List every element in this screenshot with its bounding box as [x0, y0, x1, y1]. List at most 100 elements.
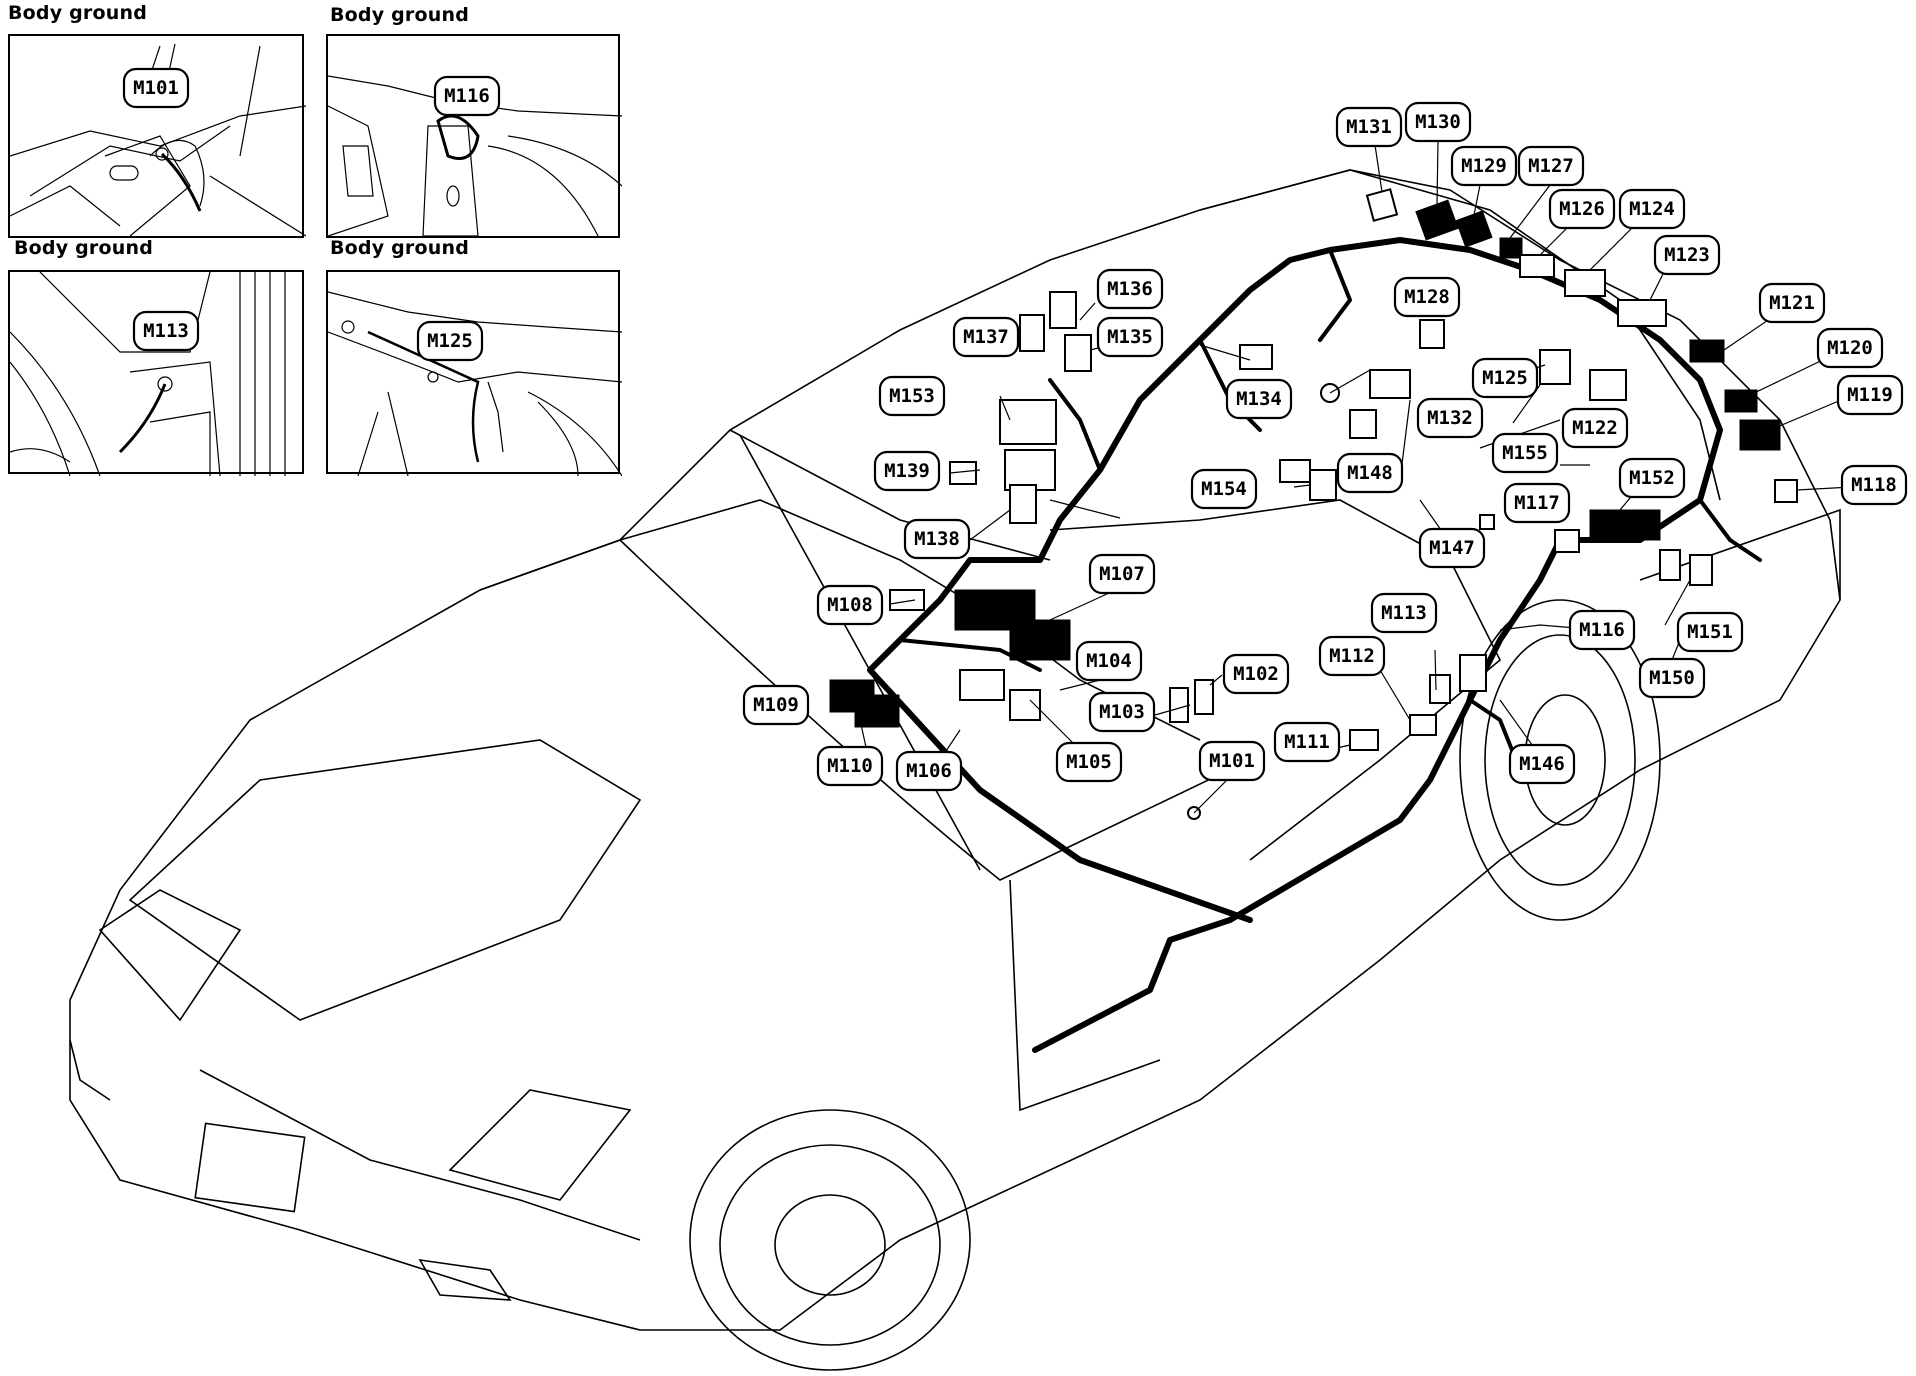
callout-m103: M103: [1088, 691, 1156, 733]
inset-drawing-m125: [328, 291, 622, 476]
callout-m116: M116: [1568, 609, 1636, 651]
callout-m122: M122: [1561, 407, 1629, 449]
callout-m112: M112: [1318, 635, 1386, 677]
inset-callouts: M101 M116 M113 M125: [122, 67, 501, 362]
inset-title-bottom-right: Body ground: [330, 237, 470, 259]
svg-text:M102: M102: [1233, 663, 1279, 685]
svg-text:M108: M108: [827, 594, 873, 616]
callout-m127: M127: [1517, 145, 1585, 187]
svg-text:M148: M148: [1347, 462, 1393, 484]
inset-drawing-m101: [10, 43, 306, 237]
front-wheel: [689, 1109, 971, 1371]
svg-text:M113: M113: [1381, 602, 1427, 624]
callout-m111: M111: [1273, 721, 1341, 763]
callout-m117: M117: [1503, 482, 1571, 524]
inset-body-ground-m116: [326, 34, 622, 238]
svg-text:M101: M101: [133, 77, 179, 99]
svg-text:M151: M151: [1687, 621, 1733, 643]
svg-text:M134: M134: [1236, 388, 1282, 410]
callout-m148: M148: [1336, 452, 1404, 494]
svg-text:M117: M117: [1514, 492, 1560, 514]
callout-m123: M123: [1653, 234, 1721, 276]
inset-title-top-right: Body ground: [330, 4, 470, 26]
callout-m132: M132: [1416, 397, 1484, 439]
svg-text:M154: M154: [1201, 478, 1247, 500]
inset-body-ground-m125: [326, 270, 622, 476]
svg-text:M139: M139: [884, 460, 930, 482]
inset-callout-m101: M101: [122, 67, 190, 109]
callout-m110: M110: [816, 745, 884, 787]
svg-text:M121: M121: [1769, 292, 1815, 314]
callout-m120: M120: [1816, 327, 1884, 369]
svg-text:M136: M136: [1107, 278, 1153, 300]
callout-m146: M146: [1508, 743, 1576, 785]
svg-text:M130: M130: [1415, 111, 1461, 133]
callout-m150: M150: [1638, 657, 1706, 699]
callout-m147: M147: [1418, 527, 1486, 569]
svg-text:M110: M110: [827, 755, 873, 777]
callout-m118: M118: [1840, 464, 1908, 506]
svg-text:M135: M135: [1107, 326, 1153, 348]
svg-text:M128: M128: [1404, 286, 1450, 308]
svg-text:M147: M147: [1429, 537, 1475, 559]
callout-m128: M128: [1393, 276, 1461, 318]
svg-text:M106: M106: [906, 760, 952, 782]
svg-text:M152: M152: [1629, 467, 1675, 489]
svg-text:M129: M129: [1461, 155, 1507, 177]
svg-text:M127: M127: [1528, 155, 1574, 177]
callout-m119: M119: [1836, 374, 1904, 416]
callout-m136: M136: [1096, 268, 1164, 310]
svg-text:M150: M150: [1649, 667, 1695, 689]
callout-m124: M124: [1618, 188, 1686, 230]
callout-m131: M131: [1335, 106, 1403, 148]
callout-m105: M105: [1055, 741, 1123, 783]
svg-text:M124: M124: [1629, 198, 1675, 220]
svg-text:M125: M125: [427, 330, 473, 352]
callout-m154: M154: [1190, 468, 1258, 510]
svg-text:M104: M104: [1086, 650, 1132, 672]
callout-m134: M134: [1225, 378, 1293, 420]
callout-m153: M153: [878, 375, 946, 417]
callout-m137: M137: [952, 316, 1020, 358]
connector-bodies: [829, 188, 1798, 820]
svg-text:M105: M105: [1066, 751, 1112, 773]
inset-drawing-m113: [10, 272, 286, 476]
svg-text:M118: M118: [1851, 474, 1897, 496]
svg-text:M125: M125: [1482, 367, 1528, 389]
svg-text:M131: M131: [1346, 116, 1392, 138]
svg-text:M111: M111: [1284, 731, 1330, 753]
svg-text:M132: M132: [1427, 407, 1473, 429]
car-body-outline: [69, 169, 1841, 1331]
inset-callout-m116: M116: [433, 75, 501, 117]
callout-m106: M106: [895, 750, 963, 792]
svg-text:M155: M155: [1502, 442, 1548, 464]
svg-text:M119: M119: [1847, 384, 1893, 406]
svg-text:M137: M137: [963, 326, 1009, 348]
callout-m125: M125: [1471, 357, 1539, 399]
callout-m130: M130: [1404, 101, 1472, 143]
callout-m155: M155: [1491, 432, 1559, 474]
rear-wheel: [1459, 599, 1661, 921]
svg-text:M109: M109: [753, 694, 799, 716]
callout-m129: M129: [1450, 145, 1518, 187]
callout-m107: M107: [1088, 553, 1156, 595]
svg-text:M122: M122: [1572, 417, 1618, 439]
svg-text:M123: M123: [1664, 244, 1710, 266]
callout-m109: M109: [742, 684, 810, 726]
svg-text:M107: M107: [1099, 563, 1145, 585]
inset-callout-m113: M113: [132, 310, 200, 352]
inset-body-ground-m113: [8, 270, 304, 476]
svg-text:M126: M126: [1559, 198, 1605, 220]
inset-title-bottom-left: Body ground: [14, 237, 154, 259]
svg-text:M113: M113: [143, 320, 189, 342]
callout-m101: M101: [1198, 740, 1266, 782]
svg-text:M153: M153: [889, 385, 935, 407]
svg-text:M112: M112: [1329, 645, 1375, 667]
callout-m121: M121: [1758, 282, 1826, 324]
callout-labels: M131 M130 M129 M127 M126 M124 M123 M136 …: [742, 101, 1908, 792]
callout-m104: M104: [1075, 640, 1143, 682]
inset-title-top-left: Body ground: [8, 2, 148, 24]
svg-text:M120: M120: [1827, 337, 1873, 359]
svg-text:M116: M116: [1579, 619, 1625, 641]
